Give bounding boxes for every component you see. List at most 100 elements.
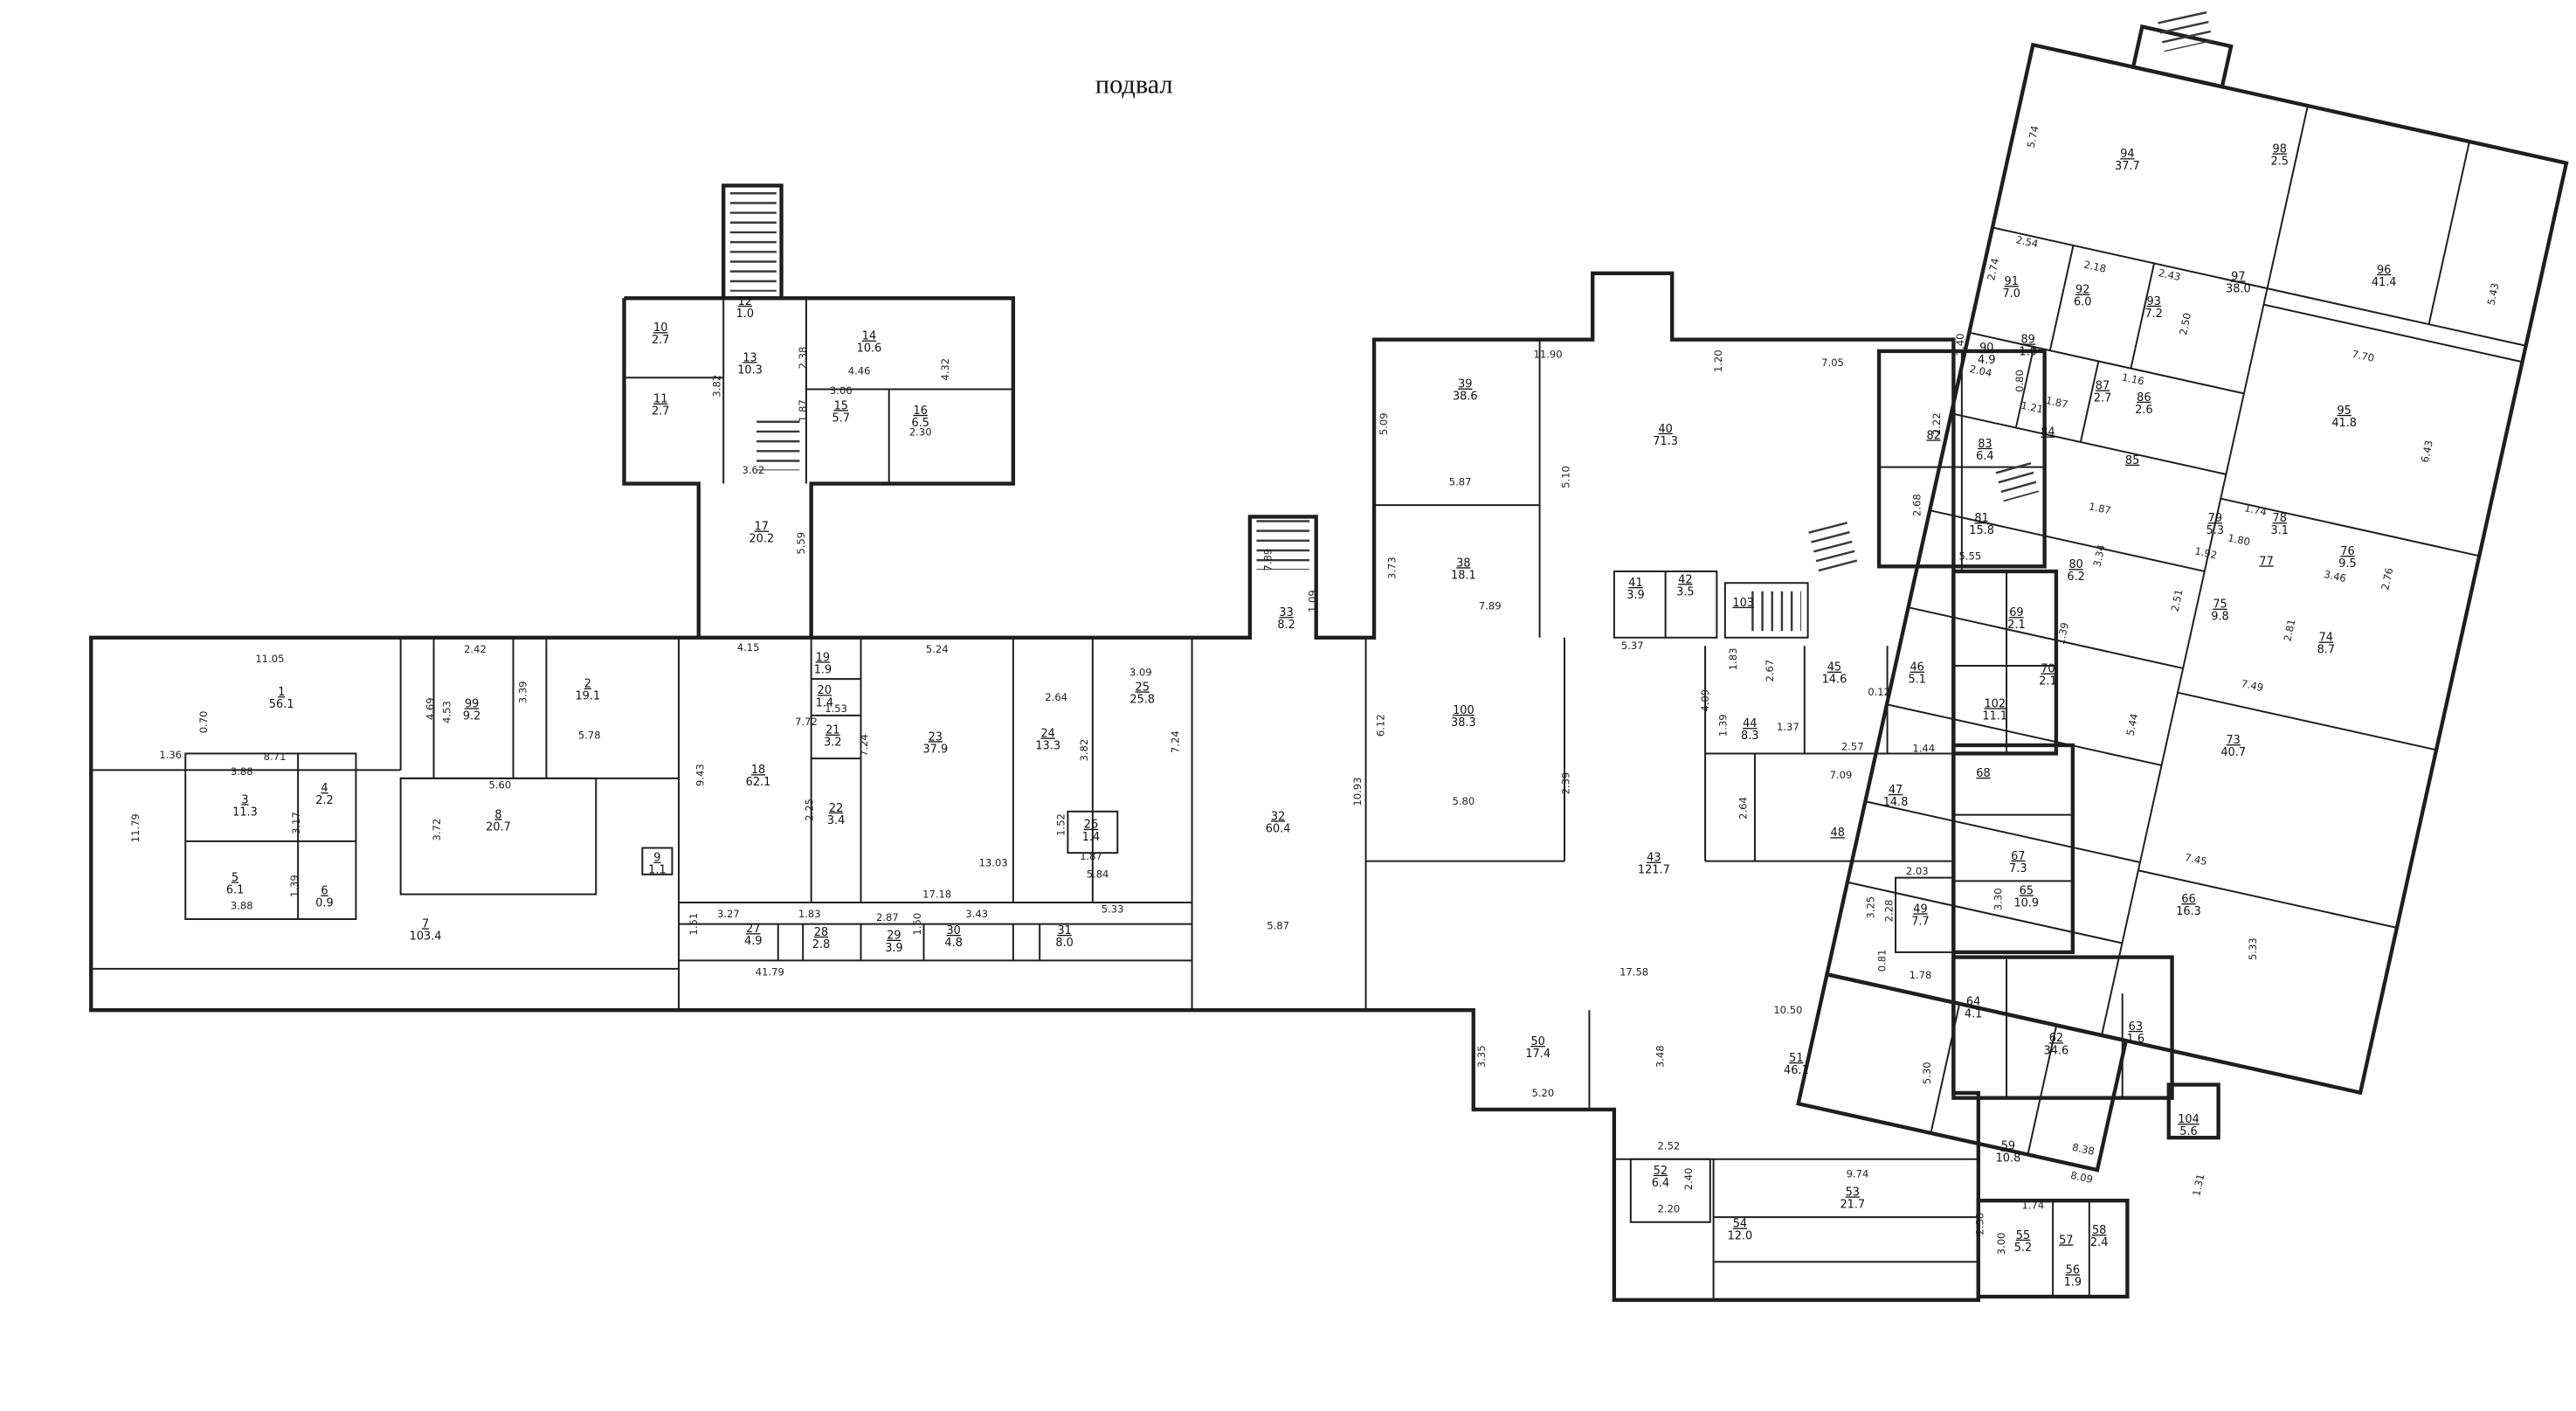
dimension-label: 7.89 <box>1262 549 1274 571</box>
dimension-label: 2.67 <box>1764 660 1776 682</box>
dimension-label: 2.28 <box>1882 900 1895 923</box>
dimension-label: 3.06 <box>830 384 853 397</box>
dimension-label: 2.25 <box>804 799 816 821</box>
dimension-label: 1.83 <box>798 908 821 920</box>
dimension-label: 7.49 <box>2240 677 2264 694</box>
dimension-label: 1.39 <box>288 875 300 897</box>
wall-annex-stair <box>722 183 784 301</box>
dimension-label: 1.51 <box>687 913 700 936</box>
dimension-label: 1.74 <box>2022 1200 2045 1212</box>
dimension-label: 5.59 <box>795 532 807 555</box>
room-84-label: 84 <box>2041 426 2055 439</box>
dimension-label: 7.05 <box>1821 356 1844 369</box>
dimension-label: 1.36 <box>159 749 182 761</box>
dimension-label: 6.43 <box>2419 439 2435 464</box>
dimension-label: 5.78 <box>578 729 601 741</box>
dimension-label: 5.87 <box>1267 919 1289 931</box>
dimension-label: 0.81 <box>1876 950 1889 972</box>
dimension-label: 2.76 <box>2379 567 2395 591</box>
dimension-label: 1.44 <box>1912 743 1935 755</box>
room-48-label: 48 <box>1831 827 1845 840</box>
dimension-label: 0.80 <box>2013 370 2026 392</box>
dimension-label: 3.82 <box>1078 739 1090 762</box>
room-68-label: 68 <box>1976 767 1990 780</box>
dimension-label: 2.54 <box>2015 233 2040 250</box>
dimension-label: 7.72 <box>795 716 818 728</box>
dimension-label: 1.31 <box>2190 1172 2207 1197</box>
dimension-label: 2.20 <box>1658 1202 1681 1214</box>
dimension-label: 3.39 <box>517 681 529 703</box>
room-85-label: 85 <box>2125 454 2139 467</box>
dimension-label: 1.83 <box>1727 648 1739 671</box>
dimension-label: 1.37 <box>1777 721 1799 733</box>
dimension-label: 5.55 <box>1958 550 1981 563</box>
dimension-label: 3.82 <box>710 375 722 398</box>
dimension-label: 0.70 <box>197 711 210 734</box>
dimension-label: 2.40 <box>1682 1168 1695 1191</box>
dimension-label: 3.30 <box>1992 888 2004 910</box>
dimension-label: 1.50 <box>911 913 923 936</box>
dimension-label: 2.57 <box>1841 741 1864 753</box>
room-82-label: 82 <box>1926 429 1940 442</box>
dimension-label: 5.10 <box>1560 466 1572 488</box>
dimension-label: 2.42 <box>464 643 487 655</box>
interior-partitions <box>91 105 2526 1300</box>
dimension-label: 41.79 <box>756 965 784 978</box>
dimension-label: 5.33 <box>2247 937 2259 960</box>
dimension-label: 1.20 <box>1712 349 1724 372</box>
dimension-label: 10.93 <box>1351 778 1364 806</box>
dimension-label: 2.68 <box>1910 494 1923 516</box>
dimension-label: 1.87 <box>797 399 809 422</box>
room-103-label: 103 <box>1732 597 1754 610</box>
dimension-label: 4.46 <box>848 364 871 377</box>
dimension-label: 17.18 <box>922 888 951 900</box>
dimension-label: 2.39 <box>1560 772 1572 795</box>
dimension-label: 5.44 <box>2124 712 2140 737</box>
dimension-label: 5.74 <box>2025 125 2041 149</box>
wall-room104 <box>2166 1082 2220 1140</box>
dimension-label: 2.43 <box>2158 266 2182 283</box>
dimension-label: 5.33 <box>1102 903 1124 915</box>
dimension-label: 3.25 <box>1864 896 1876 919</box>
plan-title: подвал <box>1095 69 1173 99</box>
